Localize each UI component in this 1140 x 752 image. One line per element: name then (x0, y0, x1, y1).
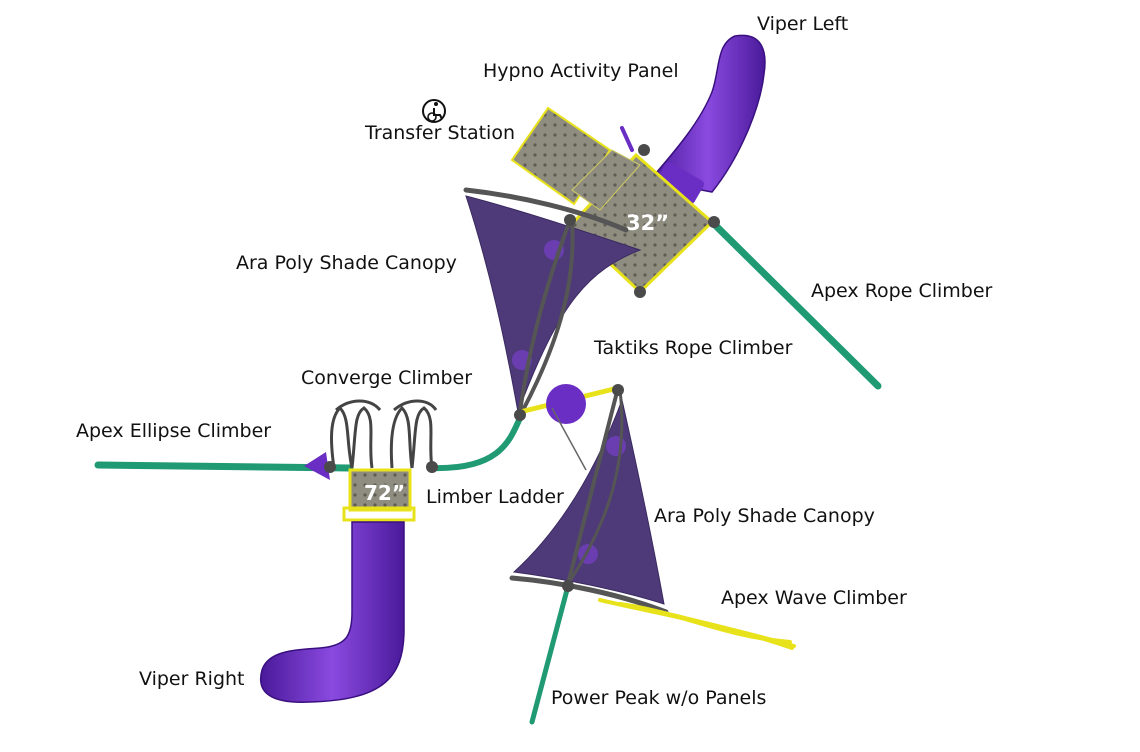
lower-deck (348, 468, 412, 512)
lower-deck-height: 72” (364, 481, 405, 505)
label-apex-wave-climber: Apex Wave Climber (721, 587, 907, 609)
taktiks-arch-left (518, 219, 572, 413)
label-viper-left: Viper Left (757, 13, 849, 35)
upper-deck-height: 32” (626, 211, 669, 235)
lower-deck-step (342, 506, 416, 522)
label-apex-rope-climber: Apex Rope Climber (811, 280, 993, 302)
power-peak-pole (529, 583, 571, 725)
apex-ellipse-mount (304, 452, 330, 480)
converge-climber (330, 399, 438, 469)
apex-wave-climber (598, 598, 796, 650)
label-power-peak: Power Peak w/o Panels (551, 687, 767, 709)
posts (324, 144, 720, 592)
canopy-top-arch (463, 187, 629, 233)
canopy-bottom-arch (509, 575, 669, 615)
label-limber-ladder: Limber Ladder (426, 486, 564, 508)
canopy-bottom-post (566, 387, 620, 585)
label-converge-climber: Converge Climber (301, 367, 473, 389)
taktiks-disc (546, 384, 586, 424)
viper-left-entry (655, 162, 705, 204)
canopy-bottom-disc (606, 436, 626, 456)
apex-rope-climber-pole (708, 218, 882, 390)
label-hypno-activity-panel: Hypno Activity Panel (483, 60, 679, 82)
label-taktiks-rope-climber: Taktiks Rope Climber (594, 337, 793, 359)
viper-right-slide (260, 521, 405, 703)
taktiks-arch-right (520, 221, 575, 413)
label-viper-right: Viper Right (139, 668, 245, 690)
upper-deck-link (571, 149, 641, 211)
label-apex-ellipse-climber: Apex Ellipse Climber (76, 420, 272, 442)
canopy-bottom-rope (551, 407, 587, 471)
ara-poly-shade-canopy-top (465, 195, 642, 414)
viper-left-slide (648, 34, 766, 193)
canopy-bottom-post-2 (566, 389, 624, 585)
label-ara-poly-shade-canopy-bottom: Ara Poly Shade Canopy (654, 505, 875, 527)
label-ara-poly-shade-canopy-top: Ara Poly Shade Canopy (236, 252, 457, 274)
label-transfer-station: Transfer Station (365, 122, 515, 144)
wheelchair-accessibility-icon (422, 99, 446, 123)
viper-left-handle (620, 126, 634, 152)
limber-ladder-tube (429, 415, 523, 472)
